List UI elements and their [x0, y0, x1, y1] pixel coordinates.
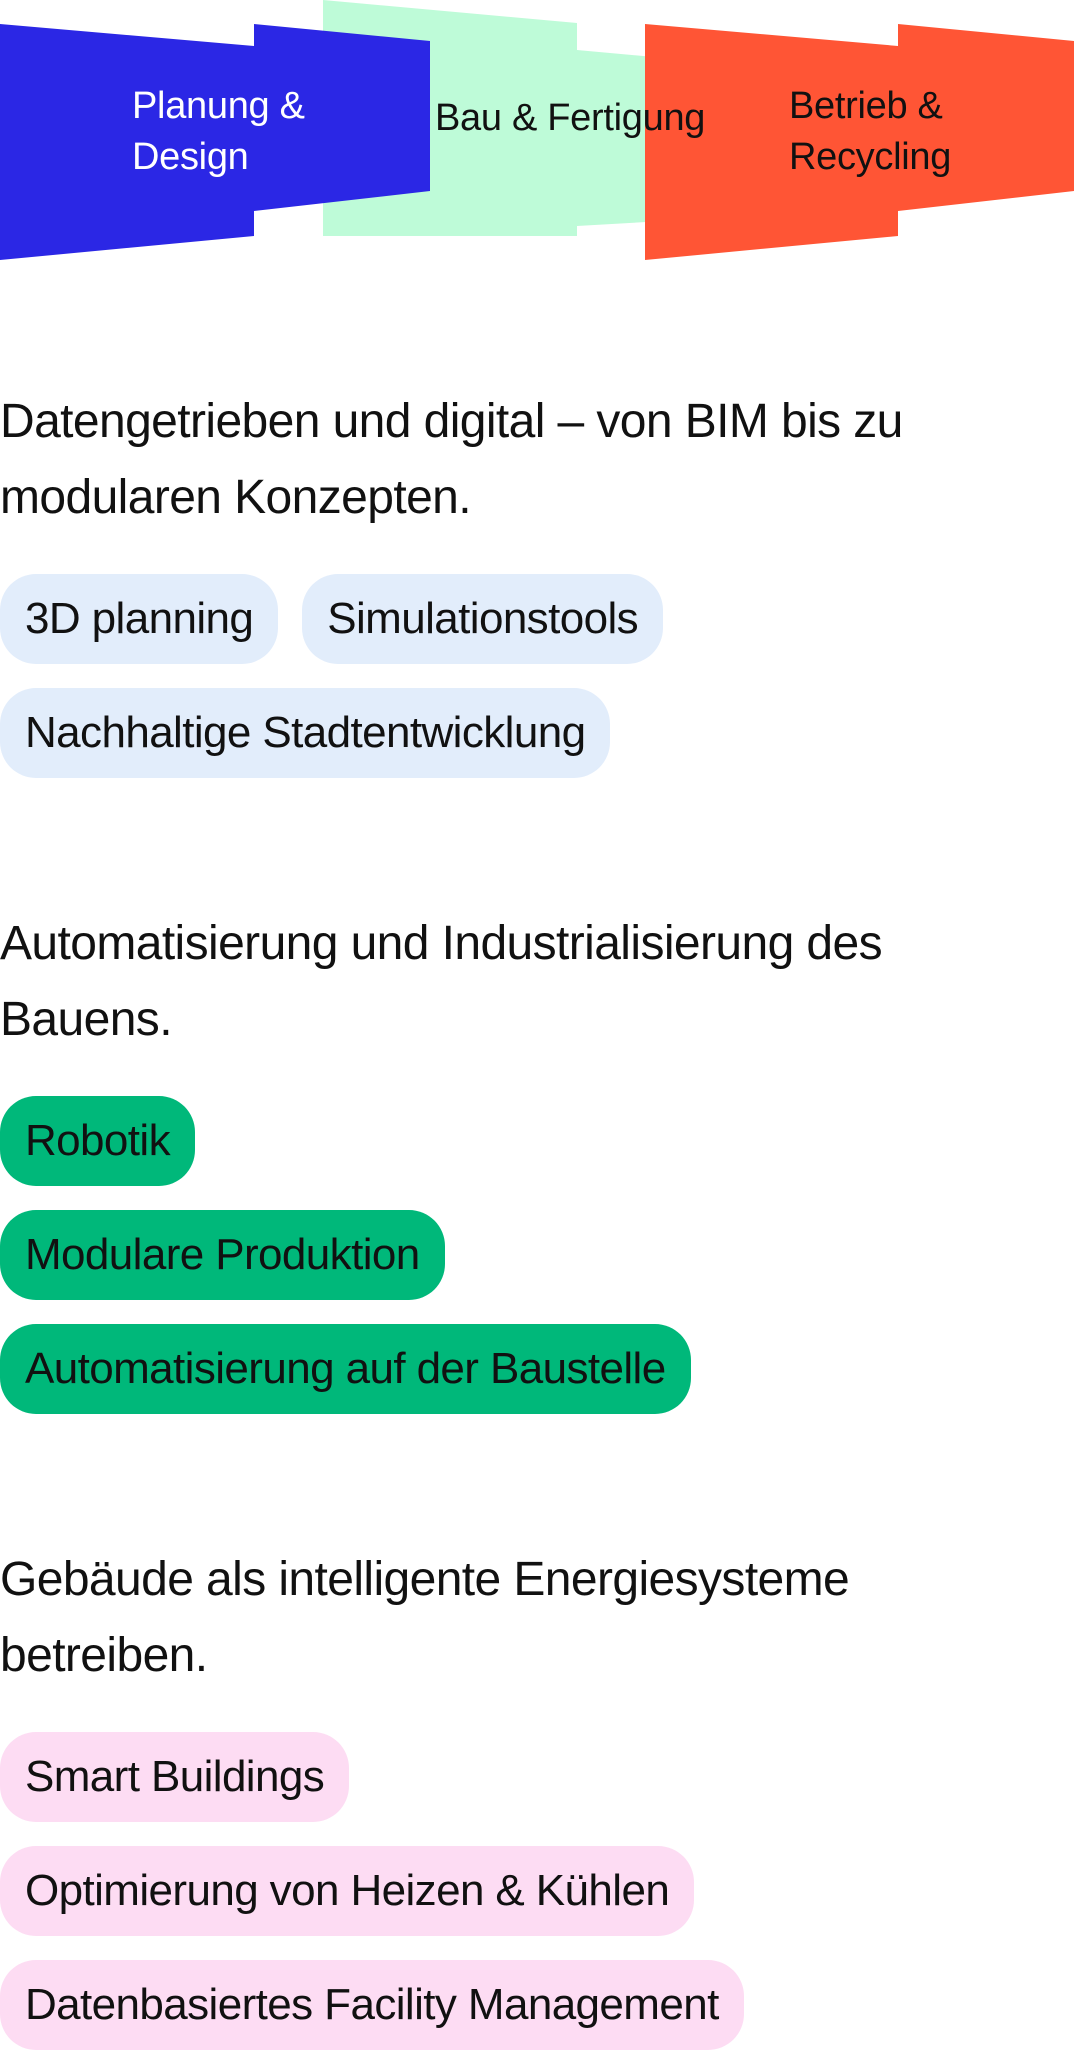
tag-robotik[interactable]: Robotik: [0, 1096, 195, 1186]
tag-list: Robotik Modulare Produktion Automatisier…: [0, 1096, 1074, 1414]
tag-smart-buildings[interactable]: Smart Buildings: [0, 1732, 350, 1822]
phase-shape-planning: [0, 24, 430, 260]
phase-shape-build: [323, 0, 752, 236]
section-heading: Gebäude als intelligente Energiesysteme …: [0, 1553, 850, 1682]
tag-modulare-produktion[interactable]: Modulare Produktion: [0, 1210, 445, 1300]
lifecycle-arrow-graphic: [0, 0, 1074, 260]
tag-nachhaltige-stadtentwicklung[interactable]: Nachhaltige Stadtentwicklung: [0, 688, 611, 778]
tag-3d-planning[interactable]: 3D planning: [0, 574, 279, 664]
section-heading: Automatisierung und Industrialisierung d…: [0, 917, 883, 1046]
section-heading: Datengetrieben und digital – von BIM bis…: [0, 395, 903, 524]
tag-simulationstools[interactable]: Simulationstools: [302, 574, 664, 664]
section-planning: Datengetrieben und digital – von BIM bis…: [0, 384, 1074, 778]
section-operation: Gebäude als intelligente Energiesysteme …: [0, 1542, 1074, 2050]
tag-heizen-kuehlen[interactable]: Optimierung von Heizen & Kühlen: [0, 1846, 695, 1936]
tag-automatisierung-baustelle[interactable]: Automatisierung auf der Baustelle: [0, 1324, 691, 1414]
phase-shape-operation: [645, 24, 1074, 260]
tag-list: 3D planning Simulationstools Nachhaltige…: [0, 574, 740, 778]
phase-label-planning: Planung & Design: [132, 85, 305, 178]
lifecycle-banner: Planung & Design Bau & Fertigung Betrieb…: [0, 0, 1074, 270]
phase-label-build: Bau & Fertigung: [435, 97, 706, 139]
section-construction: Automatisierung und Industrialisierung d…: [0, 906, 1074, 1414]
phase-label-operation: Betrieb & Recycling: [789, 85, 952, 178]
tag-list: Smart Buildings Optimierung von Heizen &…: [0, 1732, 1074, 2050]
tag-facility-management[interactable]: Datenbasiertes Facility Management: [0, 1960, 744, 2050]
